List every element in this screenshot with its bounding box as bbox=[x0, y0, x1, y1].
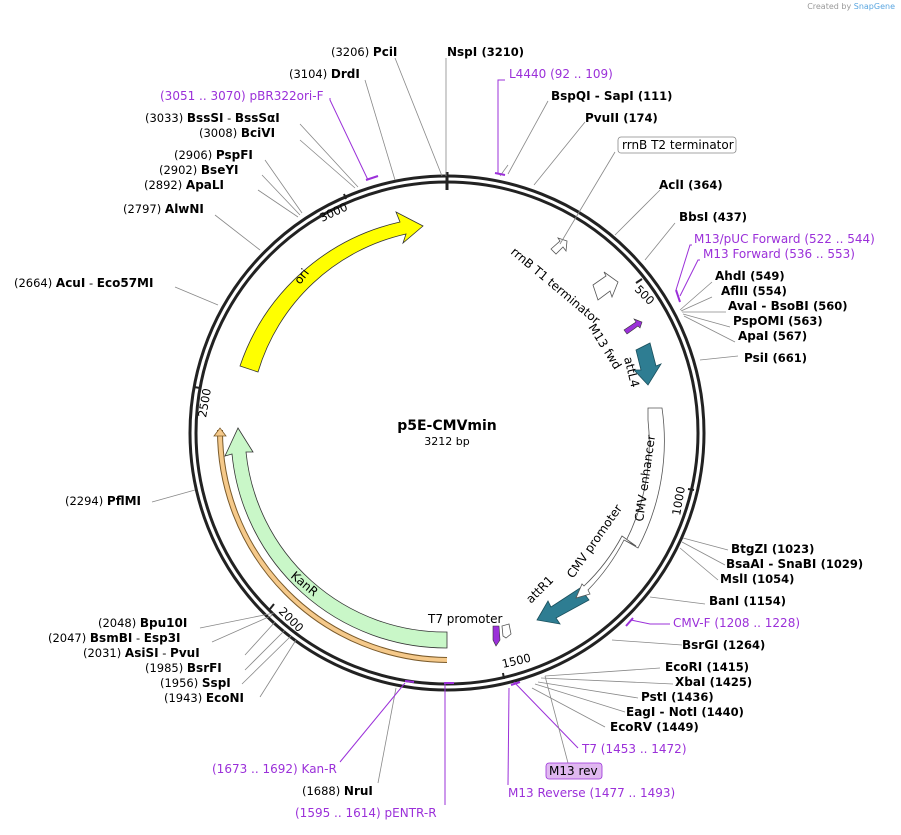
site-sspi[interactable]: (1956) SspI bbox=[160, 676, 231, 690]
site-xbai[interactable]: XbaI (1425) bbox=[675, 675, 752, 689]
plasmid-length: 3212 bp bbox=[424, 435, 469, 448]
site-psii[interactable]: PsiI (661) bbox=[744, 351, 807, 365]
primer-t7[interactable]: T7 (1453 .. 1472) bbox=[581, 742, 687, 756]
label-m13-fwd: M13 fwd bbox=[585, 321, 624, 372]
site-pspfi[interactable]: (2906) PspFI bbox=[174, 148, 253, 162]
site-econi[interactable]: (1943) EcoNI bbox=[164, 691, 244, 705]
site-msli[interactable]: MslI (1054) bbox=[720, 572, 794, 586]
m13-fwd-primer-arrow[interactable] bbox=[623, 318, 643, 335]
site-pcii[interactable]: (3206) PciI bbox=[331, 45, 397, 59]
tick-2500: 2500 bbox=[195, 387, 214, 418]
site-alwni[interactable]: (2797) AlwNI bbox=[123, 202, 204, 216]
site-eagi[interactable]: EagI - NotI (1440) bbox=[626, 705, 744, 719]
leader-lines bbox=[151, 57, 739, 784]
primer-pentr-r[interactable]: (1595 .. 1614) pENTR-R bbox=[295, 806, 437, 820]
plasmid-name: p5E-CMVmin bbox=[397, 418, 497, 434]
site-bpu10i[interactable]: (2048) Bpu10I bbox=[98, 616, 187, 630]
site-asisi[interactable]: (2031) AsiSI - PvuI bbox=[83, 646, 200, 660]
m13-rev-label-box[interactable]: M13 rev bbox=[544, 675, 603, 780]
kanr-feature-arrow[interactable] bbox=[224, 427, 448, 649]
tick-1000: 1000 bbox=[669, 485, 688, 516]
primer-pbr322ori-f[interactable]: (3051 .. 3070) pBR322ori-F bbox=[160, 89, 324, 103]
site-pflmi[interactable]: (2294) PflMI bbox=[65, 494, 141, 508]
site-aflii[interactable]: AflII (554) bbox=[721, 284, 787, 298]
tick-3000: 3000 bbox=[317, 200, 349, 225]
site-ahdi[interactable]: AhdI (549) bbox=[715, 269, 785, 283]
label-t7-promoter: T7 promoter bbox=[427, 612, 503, 626]
rrnb-t2-terminator-arrow[interactable] bbox=[550, 237, 568, 255]
site-psti[interactable]: PstI (1436) bbox=[641, 690, 714, 704]
primer-kan-r[interactable]: (1673 .. 1692) Kan-R bbox=[212, 762, 337, 776]
cmv-enhancer-feature[interactable] bbox=[625, 407, 665, 549]
site-bbsi[interactable]: BbsI (437) bbox=[679, 210, 747, 224]
label-cmv-promoter: CMV promoter bbox=[564, 502, 625, 581]
site-ecorv[interactable]: EcoRV (1449) bbox=[610, 720, 699, 734]
site-nspi[interactable]: NspI (3210) bbox=[447, 45, 524, 59]
primer-leader-lines bbox=[329, 79, 700, 805]
credit-brand: SnapGene bbox=[853, 2, 895, 11]
site-bsrfi[interactable]: (1985) BsrFI bbox=[145, 661, 222, 675]
snapgene-credit: Created by SnapGene bbox=[807, 2, 895, 11]
site-pvuii[interactable]: PvuII (174) bbox=[585, 111, 658, 125]
site-bani[interactable]: BanI (1154) bbox=[709, 594, 786, 608]
tick-500: 500 bbox=[632, 282, 657, 307]
primer-m13-puc-forward[interactable]: M13/pUC Forward (522 .. 544) bbox=[694, 232, 875, 246]
primer-l4440[interactable]: L4440 (92 .. 109) bbox=[509, 67, 613, 81]
primer-m13-reverse[interactable]: M13 Reverse (1477 .. 1493) bbox=[508, 786, 675, 800]
label-rrnb-t1: rrnB T1 terminator bbox=[508, 245, 603, 328]
site-apali[interactable]: (2892) ApaLI bbox=[144, 178, 224, 192]
primer-marks bbox=[365, 172, 681, 686]
site-avai[interactable]: AvaI - BsoBI (560) bbox=[728, 299, 847, 313]
site-bsaai[interactable]: BsaAI - SnaBI (1029) bbox=[726, 557, 863, 571]
site-acli[interactable]: AclI (364) bbox=[659, 178, 723, 192]
label-rrnb-t2: rrnB T2 terminator bbox=[622, 138, 734, 152]
cmv-promoter-feature[interactable] bbox=[575, 535, 637, 599]
rrnb-t2-label-box[interactable]: rrnB T2 terminator bbox=[617, 136, 737, 154]
site-bcivi[interactable]: (3008) BciVI bbox=[199, 126, 275, 140]
site-ecori[interactable]: EcoRI (1415) bbox=[665, 660, 749, 674]
site-bspqi[interactable]: BspQI - SapI (111) bbox=[551, 89, 672, 103]
tick-1500: 1500 bbox=[501, 651, 533, 671]
site-bsmbi[interactable]: (2047) BsmBI - Esp3I bbox=[48, 631, 181, 645]
primer-cmv-f[interactable]: CMV-F (1208 .. 1228) bbox=[673, 616, 800, 630]
rrnb-t1-terminator-arrow[interactable] bbox=[592, 271, 619, 301]
primer-m13-forward[interactable]: M13 Forward (536 .. 553) bbox=[703, 247, 855, 261]
t7-promoter-arrow[interactable] bbox=[501, 623, 512, 639]
site-drdi[interactable]: (3104) DrdI bbox=[289, 67, 360, 81]
site-bsssi[interactable]: (3033) BssSI - BssSαI bbox=[145, 111, 280, 125]
site-apai[interactable]: ApaI (567) bbox=[738, 329, 807, 343]
site-bsrgi[interactable]: BsrGI (1264) bbox=[682, 638, 765, 652]
site-pspomi[interactable]: PspOMI (563) bbox=[733, 314, 823, 328]
site-nrui[interactable]: (1688) NruI bbox=[302, 784, 373, 798]
kanr-orf-band bbox=[216, 429, 448, 663]
site-acui[interactable]: (2664) AcuI - Eco57MI bbox=[14, 276, 153, 290]
label-attr1: attR1 bbox=[523, 573, 556, 606]
credit-prefix: Created by bbox=[807, 2, 852, 11]
site-btgzi[interactable]: BtgZI (1023) bbox=[731, 542, 814, 556]
m13-rev-primer-arrow[interactable] bbox=[492, 625, 501, 647]
label-m13-rev: M13 rev bbox=[549, 764, 598, 778]
ori-feature-arrow[interactable] bbox=[239, 211, 424, 373]
attl4-feature-arrow[interactable] bbox=[633, 342, 662, 386]
site-bseyi[interactable]: (2902) BseYI bbox=[159, 163, 239, 177]
site-labels: (3206) PciI NspI (3210) (3104) DrdI (305… bbox=[14, 45, 875, 820]
